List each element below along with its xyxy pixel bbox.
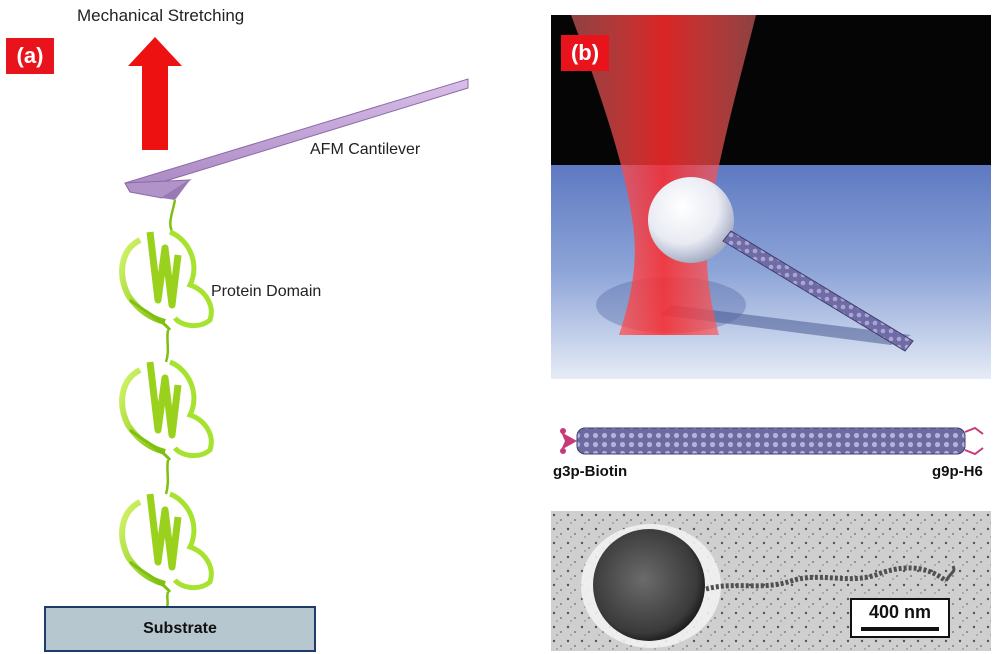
scale-bar-label: 400 nm	[868, 602, 932, 622]
optical-trap-render	[551, 15, 991, 379]
substrate-label: Substrate	[143, 620, 217, 637]
panel-b-label: (b)	[561, 35, 609, 71]
mechanical-stretching-caption: Mechanical Stretching	[77, 6, 245, 25]
afm-cantilever-label: AFM Cantilever	[310, 141, 421, 158]
phage-filament	[722, 230, 914, 352]
protein-domain-label: Protein Domain	[211, 283, 322, 300]
protein-domain-2	[119, 359, 214, 461]
afm-cantilever	[124, 78, 469, 200]
electron-micrograph	[551, 511, 991, 651]
protein-domain-3	[119, 491, 214, 593]
phage-schematic	[560, 426, 984, 456]
g9p-h6-label: g9p-H6	[932, 463, 983, 480]
substrate-block	[44, 606, 316, 652]
protein-domain-1	[119, 229, 214, 331]
bead	[648, 177, 734, 263]
stretch-arrow	[128, 37, 182, 150]
panel-a-label: (a)	[6, 38, 54, 74]
panel-a-illustration	[44, 37, 469, 652]
g3p-biotin-label: g3p-Biotin	[553, 463, 628, 480]
